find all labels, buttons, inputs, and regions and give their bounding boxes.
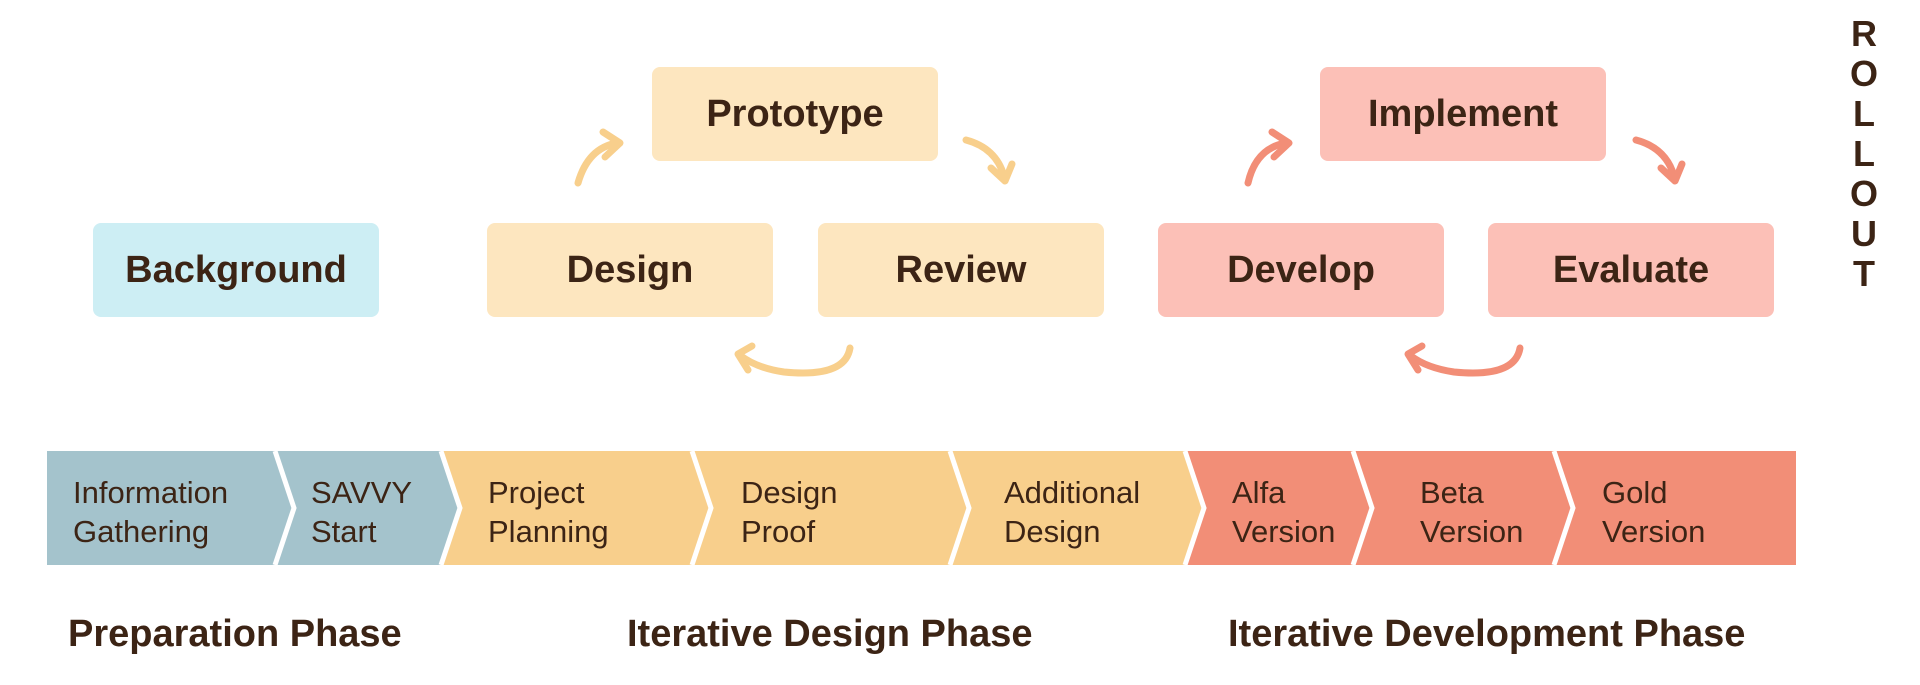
background-box: Background [93,223,379,317]
step-line2: Start [311,514,377,549]
step-line1: Information [73,475,229,510]
step-chevron-design-proof [692,451,969,565]
rollout-letter: L [1853,93,1875,134]
step-line2: Gathering [73,514,210,549]
step-line1: Gold [1602,475,1668,510]
review-label: Review [895,248,1027,291]
evaluate-box: Evaluate [1488,223,1774,317]
step-line1: Beta [1420,475,1484,510]
rollout-letter: R [1851,13,1877,54]
step-line2: Version [1420,514,1524,549]
implement-box: Implement [1320,67,1606,161]
review-box: Review [818,223,1104,317]
rollout-letter: O [1849,53,1878,94]
step-line2: Planning [488,514,609,549]
step-line2: Proof [741,514,816,549]
step-line1: Alfa [1232,475,1286,510]
develop-box: Develop [1158,223,1444,317]
step-alfa-version: Alfa Version [1232,467,1335,557]
step-line1: SAVVY [311,475,413,510]
step-gold-version: Gold Version [1602,467,1705,557]
step-beta-version: Beta Version [1420,467,1523,557]
step-chevron-beta-version [1353,451,1573,565]
curved-arrow-icon [574,128,624,187]
preparation-phase-title: Preparation Phase [68,613,402,655]
step-chevron-savvy-start [275,451,460,565]
step-chevron-additional-design [950,451,1204,565]
step-chevron-gold-version [1554,451,1796,565]
design-cycle-arrows [574,128,1016,377]
rollout-letter: L [1853,133,1875,174]
development-phase-title: Iterative Development Phase [1228,613,1746,655]
develop-label: Develop [1227,248,1375,291]
step-chevron-project-planning [441,451,711,565]
rollout-letter: O [1849,173,1878,214]
curved-arrow-icon [734,342,854,377]
prototype-label: Prototype [706,92,884,135]
step-line1: Additional [1004,475,1141,510]
design-box: Design [487,223,773,317]
prototype-box: Prototype [652,67,938,161]
step-chevron-information-gathering [47,451,294,565]
rollout-letter: T [1853,253,1875,294]
step-line1: Project [488,475,585,510]
design-label: Design [566,248,694,291]
step-line2: Version [1232,514,1336,549]
step-savvy-start: SAVVY Start [311,467,412,557]
step-line2: Version [1602,514,1706,549]
curved-arrow-icon [1632,136,1686,185]
development-cycle-arrows [1244,128,1686,377]
rollout-letter: U [1851,213,1877,254]
chevron-separators [272,450,1576,566]
step-information-gathering: Information Gathering [73,467,228,557]
evaluate-label: Evaluate [1552,248,1710,291]
curved-arrow-icon [1244,128,1293,187]
step-line2: Design [1004,514,1101,549]
step-project-planning: Project Planning [488,467,609,557]
step-chevron-alfa-version [1185,451,1372,565]
curved-arrow-icon [962,136,1016,185]
background-label: Background [125,248,347,291]
implement-label: Implement [1367,92,1559,135]
rollout-label: R O L L O U T [1848,14,1880,294]
design-phase-title: Iterative Design Phase [627,613,1033,655]
step-additional-design: Additional Design [1004,467,1140,557]
step-line1: Design [741,475,838,510]
curved-arrow-icon [1404,342,1524,377]
step-design-proof: Design Proof [741,467,838,557]
